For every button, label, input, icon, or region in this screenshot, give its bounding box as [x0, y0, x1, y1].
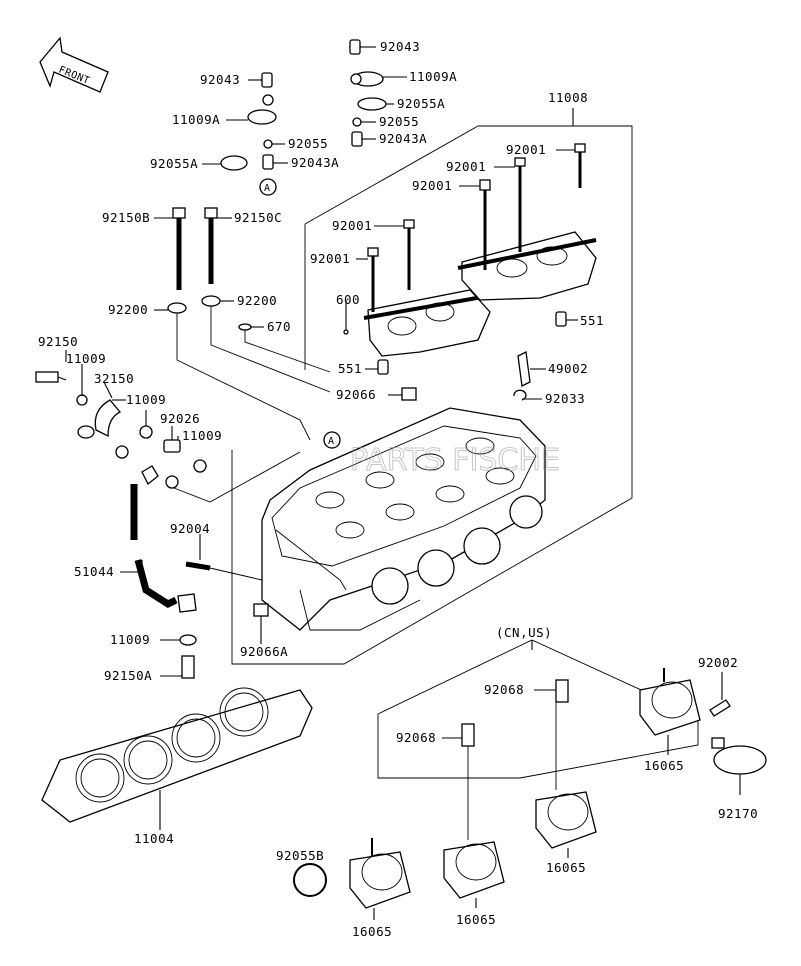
label-11009A-top: 11009A	[409, 69, 457, 84]
label-92150A: 92150A	[104, 668, 152, 683]
label-92150: 92150	[38, 334, 78, 349]
label-92002: 92002	[698, 655, 738, 670]
label-49002: 49002	[548, 361, 588, 376]
label-551-b: 551	[580, 313, 604, 328]
intake-holder-mid	[442, 723, 505, 908]
callout-a-top: A	[264, 183, 271, 194]
callout-a-top-circle	[259, 178, 277, 196]
label-92200-a: 92200	[108, 302, 148, 317]
hose-clamp	[711, 737, 767, 795]
label-11009-a: 11009	[66, 351, 106, 366]
intake-holder-left	[349, 838, 411, 920]
watermark-text: PARTS FISCHE	[350, 443, 560, 478]
label-92001-b: 92001	[446, 159, 486, 174]
label-92001-a: 92001	[506, 142, 546, 157]
label-92033: 92033	[545, 391, 585, 406]
label-16065-a: 16065	[644, 758, 684, 773]
label-92043A-left: 92043A	[291, 155, 339, 170]
label-16065-b: 16065	[546, 860, 586, 875]
label-92043-left: 92043	[200, 72, 240, 87]
label-32150: 32150	[94, 371, 134, 386]
label-92150C: 92150C	[234, 210, 282, 225]
head-gasket	[41, 687, 313, 830]
label-92001-e: 92001	[310, 251, 350, 266]
label-92066: 92066	[336, 387, 376, 402]
label-92068-b: 92068	[396, 730, 436, 745]
label-92043-top: 92043	[380, 39, 420, 54]
callout-a-head-circle	[323, 431, 341, 449]
label-92200-b: 92200	[237, 293, 277, 308]
front-arrow-icon: FRONT	[39, 36, 109, 93]
label-92150B: 92150B	[102, 210, 150, 225]
part-labels: 92043 11009A 92055A 92055 92043A 92043 1…	[38, 39, 758, 939]
label-670: 670	[267, 319, 291, 334]
camshaft-holder-left	[343, 219, 491, 375]
label-11004: 11004	[134, 831, 174, 846]
label-92068-a: 92068	[484, 682, 524, 697]
small-fittings	[388, 351, 546, 401]
camshaft-holder-right	[457, 143, 597, 327]
assembly-frame	[231, 125, 633, 665]
label-11009-b: 11009	[126, 392, 166, 407]
oil-pipe-group	[35, 350, 301, 679]
label-551-a: 551	[338, 361, 362, 376]
label-cn-us: (CN,US)	[496, 625, 552, 640]
intake-holder-right-top	[639, 668, 731, 755]
long-bolts	[154, 207, 331, 441]
callout-a-head: A	[328, 436, 335, 447]
label-11009-d: 11009	[110, 632, 150, 647]
label-11009-c: 11009	[182, 428, 222, 443]
intake-holders	[293, 668, 767, 920]
label-92055-left: 92055	[288, 136, 328, 151]
label-11009A-left: 11009A	[172, 112, 220, 127]
label-92055-top: 92055	[379, 114, 419, 129]
top-right-small-parts	[349, 39, 407, 147]
label-92055A-top: 92055A	[397, 96, 445, 111]
label-92001-c: 92001	[412, 178, 452, 193]
label-16065-c: 16065	[456, 912, 496, 927]
label-92170: 92170	[718, 806, 758, 821]
label-16065-d: 16065	[352, 924, 392, 939]
label-11008: 11008	[548, 90, 588, 105]
label-51044: 51044	[74, 564, 114, 579]
cylinder-head: A PARTS FISCHE	[185, 407, 560, 644]
label-92043A-top: 92043A	[379, 131, 427, 146]
label-92055A-left: 92055A	[150, 156, 198, 171]
top-left-small-parts: A	[202, 72, 288, 196]
label-92004: 92004	[170, 521, 210, 536]
label-92055B: 92055B	[276, 848, 324, 863]
o-ring-92055B	[293, 863, 327, 897]
label-600: 600	[336, 292, 360, 307]
intake-holder-mid-right	[534, 679, 597, 858]
label-92066A: 92066A	[240, 644, 288, 659]
label-92001-d: 92001	[332, 218, 372, 233]
label-92026: 92026	[160, 411, 200, 426]
